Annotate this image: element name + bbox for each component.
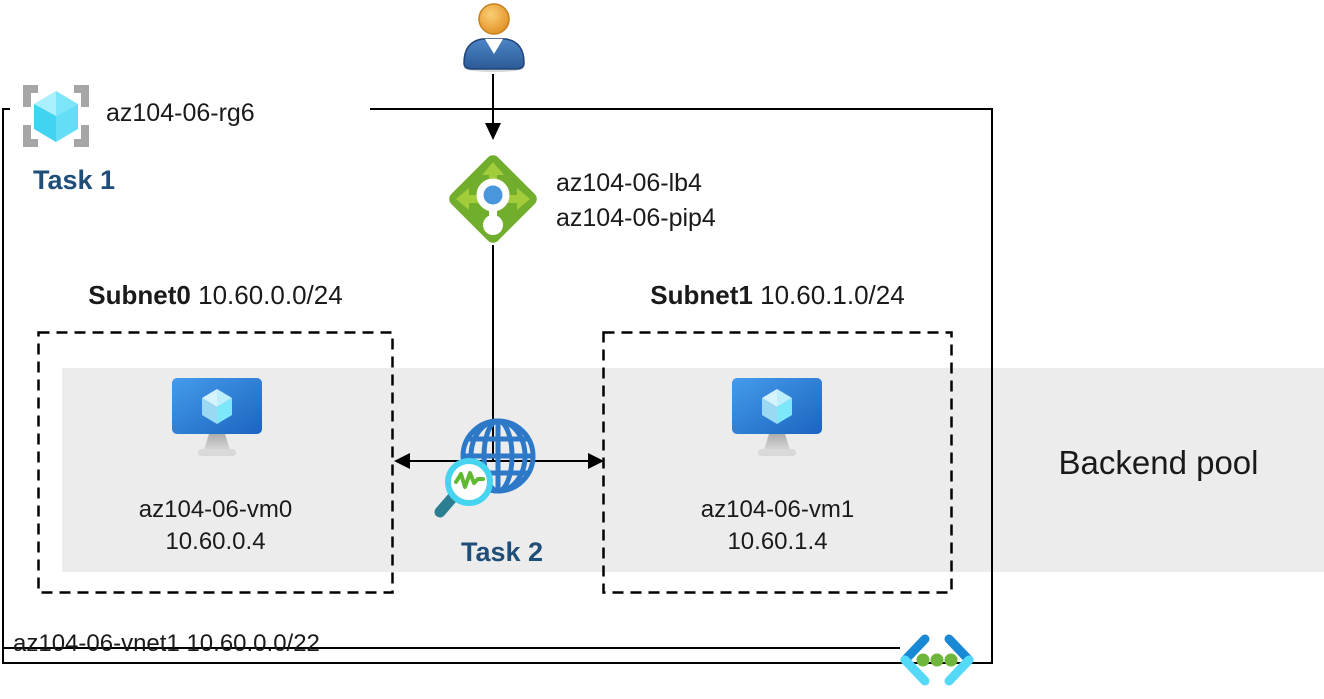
line-lb-to-probe: [492, 245, 494, 461]
subnet0-label: Subnet0 10.60.0.0/24: [37, 280, 394, 311]
arrow-right-head: [588, 453, 604, 469]
subnet0-name: Subnet0: [88, 280, 191, 310]
backend-pool-label: Backend pool: [1058, 444, 1259, 481]
health-probe-globe-icon: [434, 418, 536, 518]
load-balancer-icon: [449, 155, 537, 243]
arrow-user-to-lb-head: [485, 123, 501, 140]
task2-label: Task 2: [460, 537, 544, 567]
virtual-network-icon: [900, 634, 974, 686]
subnet1-label: Subnet1 10.60.1.0/24: [602, 280, 953, 311]
vnet-label: az104-06-vnet1 10.60.0.0/22: [13, 630, 320, 658]
vm1-labels: az104-06-vm1 10.60.1.4: [602, 494, 953, 558]
vm0-labels: az104-06-vm0 10.60.0.4: [37, 494, 394, 558]
subnet0-box: [37, 331, 394, 594]
vm1-ip: 10.60.1.4: [727, 528, 828, 555]
public-ip-name: az104-06-pip4: [556, 204, 716, 232]
subnet1-name: Subnet1: [650, 280, 753, 310]
vnet-cidr: 10.60.0.0/22: [186, 630, 320, 657]
arrow-user-to-lb: [492, 74, 494, 124]
resource-group-name: az104-06-rg6: [106, 99, 255, 127]
subnet1-cidr: 10.60.1.0/24: [760, 280, 905, 310]
vm0-icon: [172, 378, 262, 456]
resource-group-boundary: [2, 108, 993, 664]
backend-pool-band: [62, 368, 1324, 572]
resource-group-icon: [23, 85, 89, 147]
vnet-boundary-line: [2, 647, 900, 649]
user-icon: [463, 3, 525, 72]
rg-header-mask: [10, 104, 370, 114]
arrow-left-head: [394, 453, 410, 469]
vm1-name: az104-06-vm1: [700, 496, 855, 523]
subnet0-cidr: 10.60.0.0/24: [198, 280, 343, 310]
vnet-name: az104-06-vnet1: [13, 630, 180, 657]
vm1-icon: [732, 378, 822, 456]
load-balancer-labels: az104-06-lb4 az104-06-pip4: [556, 166, 716, 236]
vm0-name: az104-06-vm0: [138, 496, 293, 523]
load-balancer-name: az104-06-lb4: [556, 169, 702, 197]
vm0-ip: 10.60.0.4: [165, 528, 266, 555]
task1-label: Task 1: [33, 165, 116, 195]
